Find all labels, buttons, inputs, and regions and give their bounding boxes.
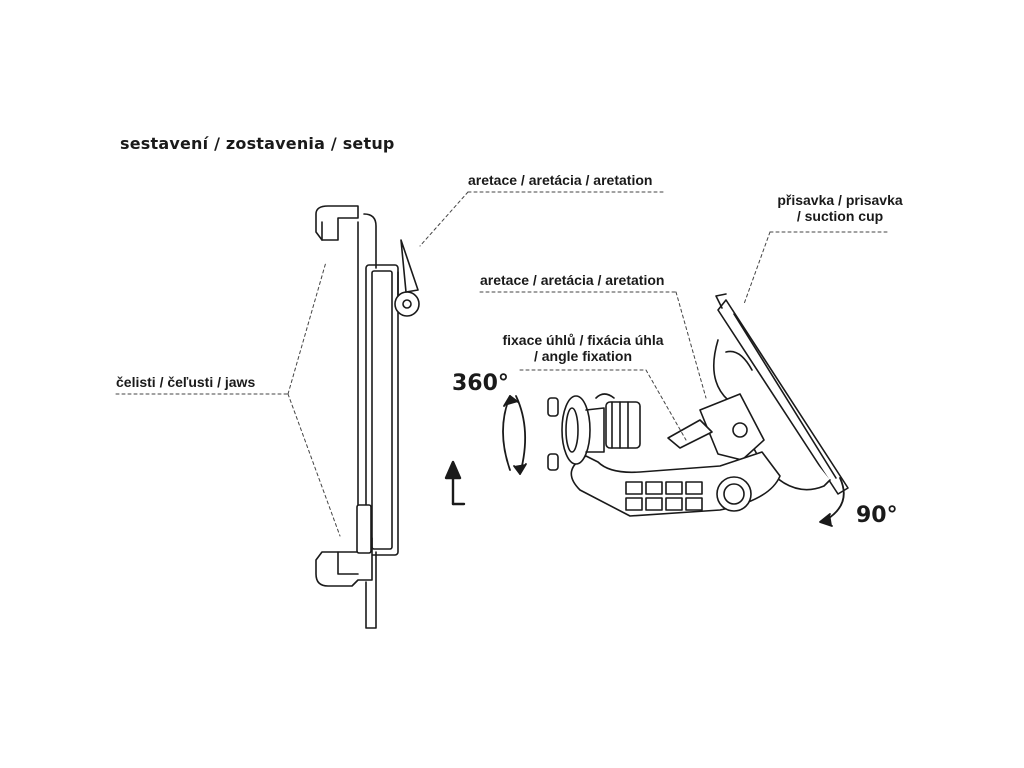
label-angle-fixation-line1: fixace úhlů / fixácia úhla	[502, 332, 664, 348]
label-angle-fixation-line2: / angle fixation	[533, 348, 632, 364]
page-title: sestavení / zostavenia / setup	[120, 134, 395, 153]
label-aretation-left: aretace / aretácia / aretation	[468, 172, 653, 188]
label-jaws: čelisti / čeľusti / jaws	[116, 374, 256, 390]
tilt-degrees: 90°	[856, 503, 898, 528]
rotate-arrow-icon	[502, 395, 527, 475]
suction-mount-drawing	[547, 293, 849, 517]
tilt-arrow-icon	[819, 477, 845, 527]
holder-side-view	[315, 205, 420, 629]
up-arrow-l-icon	[444, 460, 466, 506]
label-suction-cup-line1: přisavka / prisavka	[777, 192, 903, 208]
swivel-degrees: 360°	[452, 371, 509, 396]
label-suction-cup-line2: / suction cup	[796, 208, 884, 224]
label-suction-cup: přisavka / prisavka / suction cup	[770, 192, 910, 224]
leader-lines	[115, 191, 889, 537]
label-aretation-right: aretace / aretácia / aretation	[480, 272, 665, 288]
label-angle-fixation: fixace úhlů / fixácia úhla / angle fixat…	[492, 332, 674, 364]
